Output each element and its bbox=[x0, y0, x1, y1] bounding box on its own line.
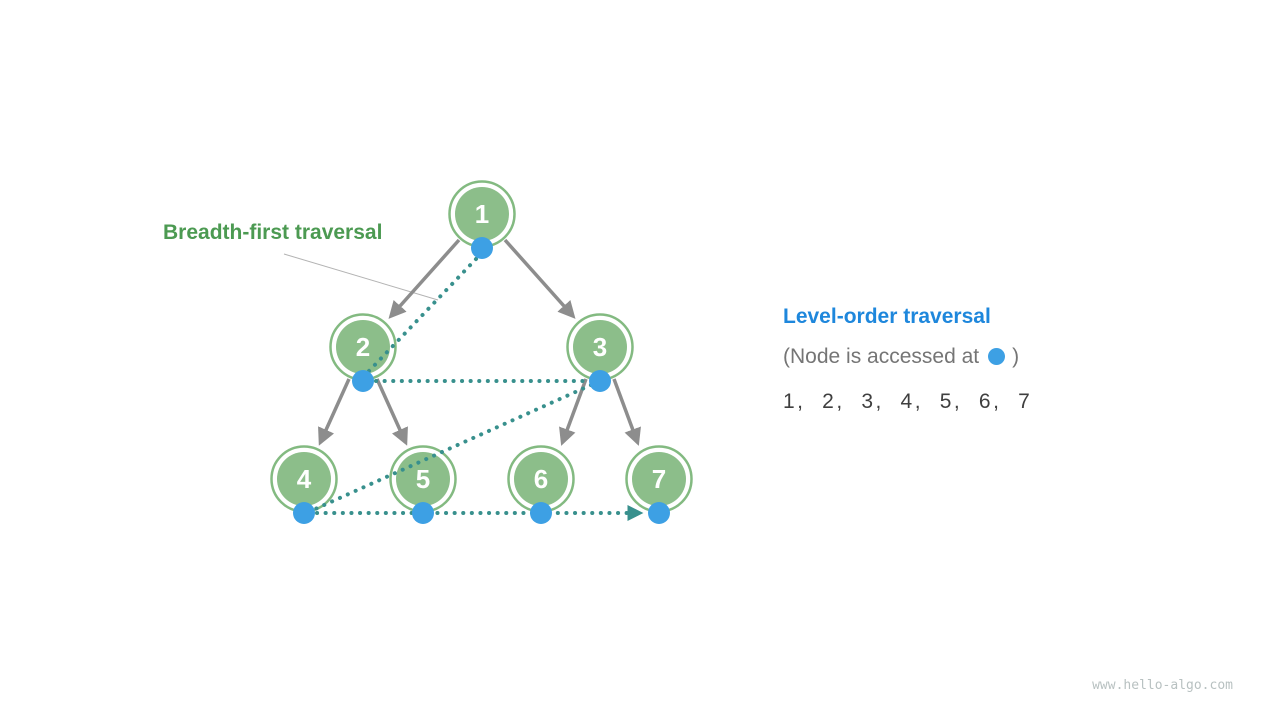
edge-2-4 bbox=[318, 378, 351, 446]
edge-1-3 bbox=[503, 238, 576, 319]
node-label: 5 bbox=[416, 464, 430, 494]
node-label: 4 bbox=[297, 464, 312, 494]
node-fill bbox=[455, 187, 509, 241]
node-label: 2 bbox=[356, 332, 370, 362]
edge-1-2 bbox=[388, 238, 461, 319]
tree-node-1: 1 bbox=[448, 180, 516, 248]
watermark: www.hello-algo.com bbox=[1092, 678, 1233, 693]
breadth-first-label: Breadth-first traversal bbox=[163, 221, 383, 244]
edge-2-5 bbox=[375, 378, 408, 446]
tree-node-4: 4 bbox=[270, 445, 338, 513]
legend-note-prefix: (Node is accessed at bbox=[783, 345, 980, 368]
node-fill bbox=[336, 320, 390, 374]
access-dot-node-6 bbox=[530, 502, 552, 524]
node-label: 7 bbox=[652, 464, 666, 494]
tree-node-2: 2 bbox=[329, 313, 397, 381]
traversal-path-3-4 bbox=[311, 383, 593, 512]
access-dot-legend-icon bbox=[988, 348, 1006, 365]
edge-3-7 bbox=[612, 378, 641, 446]
access-dot-node-3 bbox=[589, 370, 611, 392]
node-label: 1 bbox=[475, 199, 489, 229]
tree-node-3: 3 bbox=[566, 313, 634, 381]
access-dot-node-1 bbox=[471, 237, 493, 259]
node-label: 3 bbox=[593, 332, 607, 362]
traversal-sequence: 1, 2, 3, 4, 5, 6, 7 bbox=[783, 390, 1033, 413]
legend-title: Level-order traversal bbox=[783, 305, 991, 328]
node-fill bbox=[573, 320, 627, 374]
legend-note-suffix: ) bbox=[1012, 345, 1020, 368]
tree-node-6: 6 bbox=[507, 445, 575, 513]
node-fill bbox=[632, 452, 686, 506]
access-dot-node-5 bbox=[412, 502, 434, 524]
traversal-path-1-2 bbox=[367, 257, 478, 373]
node-fill bbox=[514, 452, 568, 506]
access-dot-node-4 bbox=[293, 502, 315, 524]
tree-node-7: 7 bbox=[625, 445, 693, 513]
legend-note: (Node is accessed at) bbox=[783, 345, 1019, 369]
label-callout-line bbox=[283, 253, 439, 301]
access-dot-node-2 bbox=[352, 370, 374, 392]
tree-node-5: 5 bbox=[389, 445, 457, 513]
node-fill bbox=[277, 452, 331, 506]
access-dot-node-7 bbox=[648, 502, 670, 524]
node-label: 6 bbox=[534, 464, 548, 494]
